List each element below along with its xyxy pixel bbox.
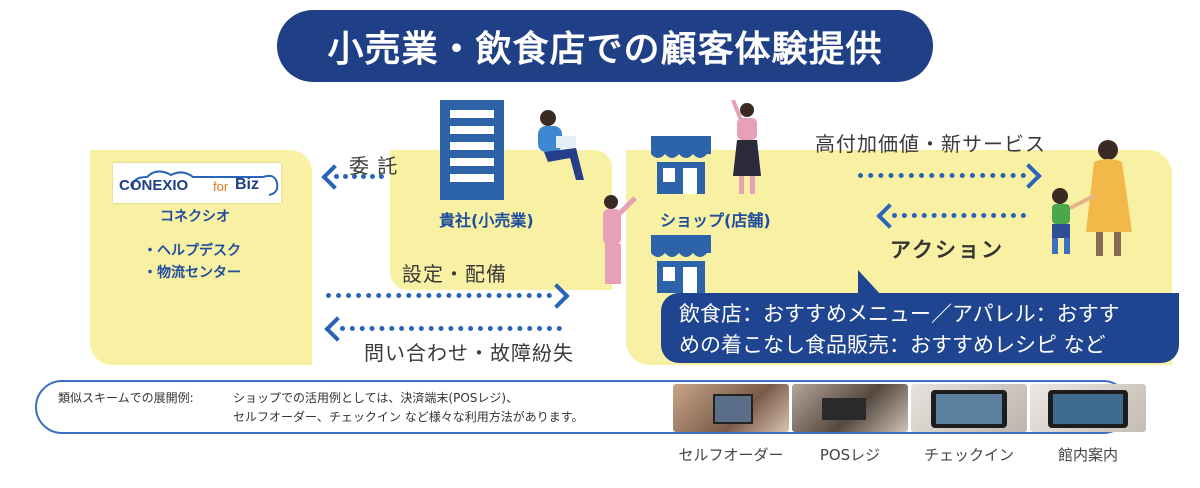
- bottom-line-1: ショップでの活用例としては、決済端末(POSレジ)、: [233, 391, 519, 405]
- arrow-toiawase-head: [324, 316, 350, 342]
- callout-line-1: 飲食店：おすすめメニュー／アパレル：おすす: [679, 302, 1120, 326]
- callout-tail: [858, 270, 882, 296]
- logo-main: CONEXIO: [119, 177, 189, 194]
- caption-checkin: チェックイン: [923, 446, 1014, 464]
- photo-guide: [1030, 384, 1146, 432]
- photo-pos: [792, 384, 908, 432]
- logo-biz: Biz: [235, 176, 259, 193]
- arrow-toiawase-dots: [340, 326, 562, 331]
- shop-icon: [651, 136, 711, 194]
- photo-self-order: [673, 384, 789, 432]
- seated-person-icon: [538, 110, 584, 180]
- page-title: 小売業・飲食店での顧客体験提供: [277, 10, 933, 82]
- label-kisha: 貴社(小売業): [439, 211, 534, 230]
- callout-box: 飲食店：おすすめメニュー／アパレル：おすす めの着こなし食品販売：おすすめレシピ…: [661, 293, 1179, 363]
- staff-person-icon: [603, 195, 637, 284]
- label-settei: 設定・配備: [402, 262, 507, 286]
- arrow-settei-dots: [326, 293, 552, 298]
- label-toiawase: 問い合わせ・故障紛失: [364, 341, 574, 365]
- shop-staff-icon: [731, 100, 761, 194]
- label-koufuka: 高付加価値・新サービス: [815, 132, 1046, 156]
- arrow-itaku-dots: [334, 174, 384, 179]
- conexio-name: コネクシオ: [160, 209, 230, 225]
- logo-for: for: [213, 179, 229, 194]
- customer-family-icon: [1052, 140, 1132, 256]
- arrow-koufuka-dots: [858, 173, 1026, 178]
- service-logistics: ・物流センター: [143, 265, 241, 281]
- arrow-action-dots: [892, 213, 1026, 218]
- callout-line-2: めの着こなし食品販売：おすすめレシピ など: [679, 333, 1106, 357]
- label-shop: ショップ(店舗): [660, 211, 771, 230]
- bottom-label: 類似スキームでの展開例:: [58, 391, 194, 405]
- caption-guide: 館内案内: [1057, 446, 1118, 464]
- photo-checkin: [911, 384, 1027, 432]
- label-action: アクション: [890, 238, 1004, 262]
- shop-icon-2: [651, 235, 711, 293]
- cloud-icon: [131, 170, 279, 196]
- building-icon: [440, 100, 504, 200]
- caption-self-order: セルフオーダー: [678, 446, 784, 464]
- conexio-logo: CONEXIO for Biz: [113, 163, 281, 203]
- bottom-line-2: セルフオーダー、チェックイン など様々な利用方法があります。: [233, 410, 584, 424]
- arrow-itaku-head: [321, 164, 347, 190]
- caption-pos: POSレジ: [819, 446, 881, 464]
- service-helpdesk: ・ヘルプデスク: [143, 243, 241, 259]
